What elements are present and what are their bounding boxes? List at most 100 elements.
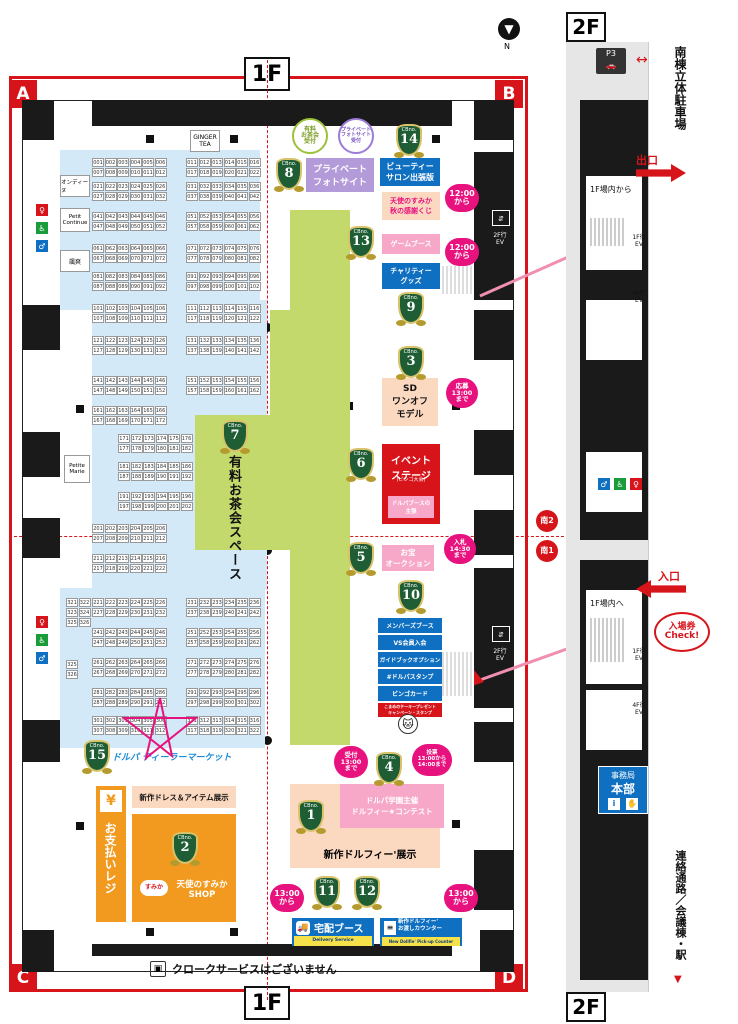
booth-cell: 035 [236,182,248,191]
booth-cell: 252 [154,638,167,647]
booth-cell: 307 [92,726,104,735]
bingo-card: ビンゴカード [378,686,442,701]
booth-cell: 251 [142,638,154,647]
booth-cell: 039 [211,192,223,201]
booth-cell: 257 [186,638,198,647]
booth-cell: 075 [236,244,248,253]
booth-cell: 188 [130,472,143,481]
booth-cell: 244 [129,628,142,637]
booth-cell: 038 [198,192,211,201]
booth-cell: 230 [129,608,142,617]
booth-cell: 211 [142,534,154,543]
tea-space-label: 有料お茶会スペース [226,455,241,581]
booth-cell: 171 [142,416,154,425]
booth-cell: 272 [154,668,167,677]
south-entry-2: 南2 [536,510,558,532]
shop-box: 颯爽 [60,250,90,272]
booth-cell: 082 [248,254,261,263]
escalator [442,652,474,696]
booth-cell: 112 [154,314,167,323]
booth-cell: 030 [129,192,142,201]
booth-cell: 091 [142,282,154,291]
booth-cell: 185 [168,462,180,471]
booth-cell: 091 [186,272,198,281]
booth-cell: 237 [186,608,198,617]
cb-booth-badge: CBno.8 [274,158,304,198]
booth-cell: 017 [186,168,198,177]
booth-cell: 247 [92,638,104,647]
booth-cell: 258 [198,638,211,647]
booth-cell: 294 [223,688,236,697]
shield-icon: CBno.4 [376,752,402,784]
cb-number: 8 [284,166,294,181]
booth-cell: 270 [129,668,142,677]
booth-cell: 161 [92,406,104,415]
booth-cell: 256 [248,628,261,637]
booth-cell: 273 [211,658,223,667]
booth-cell: 231 [142,608,154,617]
pillar [76,405,84,413]
booth-cell: 153 [211,376,223,385]
booth-cell: 318 [198,726,211,735]
members-booth: メンバーズブース [378,618,442,633]
wall-block [474,722,514,762]
booth-cell: 074 [223,244,236,253]
building-2f-corridor [648,42,686,992]
booth-cell: 081 [92,272,104,281]
booth-cell: 165 [142,406,154,415]
booth-cell: 292 [198,688,211,697]
booth-cell: 197 [118,502,130,511]
booth-cell: 152 [198,376,211,385]
booth-cell: 275 [236,658,248,667]
booth-cell: 217 [92,564,104,573]
star-scribble-icon [121,697,199,761]
male-restroom-icon: ♂ [598,478,610,490]
booth-cell: 018 [198,168,211,177]
ev-1f-label: 1F行 EV [632,648,646,662]
booth-cell: 243 [117,628,129,637]
ev-1f-label: 1F行 EV [632,234,646,248]
booth-cell: 164 [129,406,142,415]
booth-cell: 212 [104,554,117,563]
pickup-sub: New Dollfie' Pick-up Counter [382,937,460,946]
booth-cell: 223 [117,598,129,607]
booth-cell: 065 [142,244,154,253]
booth-cell: 325 [66,660,78,669]
booth-cell: 152 [154,386,167,395]
booth-cell: 052 [154,222,167,231]
booth-cell: 158 [198,386,211,395]
booth-cell: 062 [248,222,261,231]
shield-icon: CBno.9 [398,292,424,324]
booth-cell: 006 [154,158,167,167]
shop-box: Petit Continue [60,208,90,232]
booth-cell: 063 [117,244,129,253]
charity-goods: チャリティー グッズ [382,263,440,289]
guidebook-option: ガイドブックオプション [378,652,442,667]
booth-cell: 159 [211,386,223,395]
booth-cell: 116 [248,304,261,313]
booth-cell: 209 [117,534,129,543]
booth-cell: 025 [142,182,154,191]
booth-cell: 268 [104,668,117,677]
booth-cell: 250 [129,638,142,647]
booth-cell: 090 [129,282,142,291]
booth-cell: 021 [236,168,248,177]
booth-cell: 043 [117,212,129,221]
booth-cell: 061 [236,222,248,231]
time-badge: 12:00 から [445,184,479,212]
shield-icon: CBno.2 [172,832,198,864]
booth-cell: 139 [211,346,223,355]
booth-cell: 085 [142,272,154,281]
booth-cell: 071 [142,254,154,263]
booth-cell: 051 [186,212,198,221]
booth-cell: 301 [236,698,248,707]
booth-cell: 324 [78,608,91,617]
cb-label: CBno. [319,879,335,885]
booth-cell: 322 [248,726,261,735]
booth-cell: 283 [117,688,129,697]
booth-cell: 252 [198,628,211,637]
booth-cell: 118 [198,314,211,323]
booth-cell: 260 [223,638,236,647]
cb-booth-badge: CBno.10 [396,580,426,620]
cb-booth-badge: CBno.4 [374,752,404,792]
